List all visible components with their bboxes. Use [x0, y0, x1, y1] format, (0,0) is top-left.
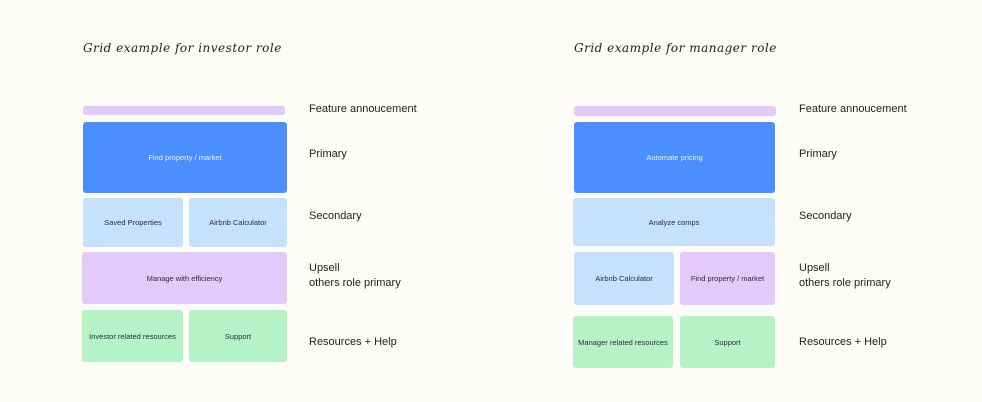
row-label-secondary: Secondary [799, 210, 852, 222]
primary-block: Find property / market [83, 122, 287, 193]
row-label-resources: Resources + Help [309, 336, 397, 348]
row-label-upsell: Upsell [309, 262, 340, 274]
panel-title: Grid example for manager role [574, 41, 777, 55]
row-label-feature: Feature annoucement [799, 103, 907, 115]
row-label-upsell: Upsell [799, 262, 830, 274]
row-label-secondary: Secondary [309, 210, 362, 222]
secondary-block: Saved Properties [83, 198, 183, 247]
feature-announcement-bar [574, 106, 776, 116]
panel-title: Grid example for investor role [83, 41, 282, 55]
row-label-upsell-sub: others role primary [799, 277, 891, 289]
row-label-primary: Primary [799, 148, 837, 160]
support-block: Support [680, 316, 775, 368]
row-label-upsell-sub: others role primary [309, 277, 401, 289]
upsell-block: Find property / market [680, 252, 775, 305]
upsell-block: Airbnb Calculator [574, 252, 674, 305]
row-label-feature: Feature annoucement [309, 103, 417, 115]
upsell-block: Manage with efficiency [82, 252, 287, 304]
primary-block: Automate pricing [574, 122, 775, 193]
resources-block: Manager related resources [573, 316, 673, 368]
support-block: Support [189, 310, 287, 362]
secondary-block: Analyze comps [573, 198, 775, 246]
row-label-resources: Resources + Help [799, 336, 887, 348]
resources-block: Investor related resources [82, 310, 183, 362]
secondary-block: Airbnb Calculator [189, 198, 287, 247]
feature-announcement-bar [83, 106, 285, 115]
row-label-primary: Primary [309, 148, 347, 160]
